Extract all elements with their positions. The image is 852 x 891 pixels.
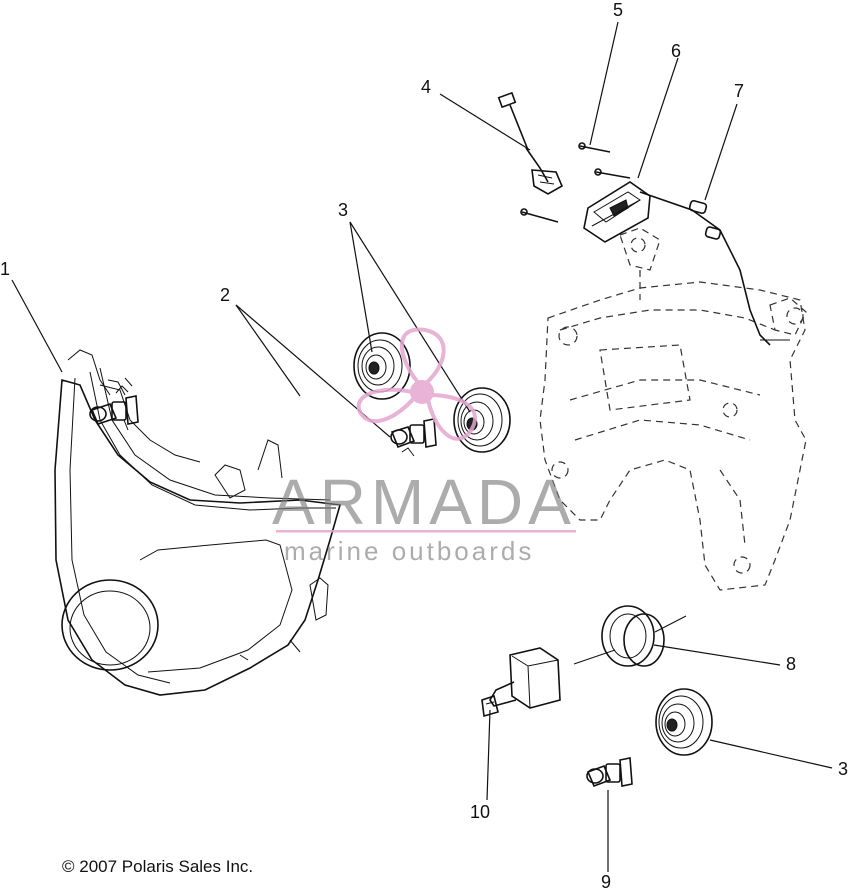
- callout-6: 6: [671, 41, 681, 61]
- callout-7: 7: [734, 81, 744, 101]
- callout-4: 4: [421, 77, 431, 97]
- rubber-boot-upper-left: [353, 332, 411, 400]
- watermark-brand: ARMADA: [272, 466, 576, 538]
- wire-connector: [497, 91, 564, 195]
- callout-3-upper: 3: [338, 200, 348, 220]
- leader-lines: [11, 21, 833, 872]
- rubber-boot-upper-right: [453, 387, 511, 453]
- copyright-notice: © 2007 Polaris Sales Inc.: [62, 857, 253, 876]
- rubber-boot-lower: [655, 688, 713, 756]
- bulb-small: [586, 757, 633, 788]
- headlight-bulb-lower: [390, 418, 437, 457]
- watermark-tagline: marine outboards: [284, 536, 534, 566]
- callout-9: 9: [601, 872, 611, 891]
- callout-3-lower: 3: [838, 759, 848, 779]
- callout-8: 8: [786, 654, 796, 674]
- wiring-harness: [639, 191, 790, 346]
- hid-bulb: [481, 647, 561, 718]
- callout-10: 10: [470, 802, 490, 822]
- watermark-logo: ARMADA marine outboards: [272, 327, 576, 566]
- watermark-divider: [276, 530, 576, 533]
- adapter-ring: [573, 605, 687, 667]
- headlight-housing: [54, 349, 342, 696]
- callout-5: 5: [613, 0, 623, 20]
- mounting-screws: [520, 142, 631, 223]
- headlight-bulb-upper: [89, 385, 139, 431]
- ballast-module: [583, 181, 651, 243]
- propeller-logo-icon: [356, 327, 477, 441]
- callout-2: 2: [220, 285, 230, 305]
- callout-1: 1: [0, 259, 10, 279]
- mounting-bracket-frame: [539, 227, 807, 591]
